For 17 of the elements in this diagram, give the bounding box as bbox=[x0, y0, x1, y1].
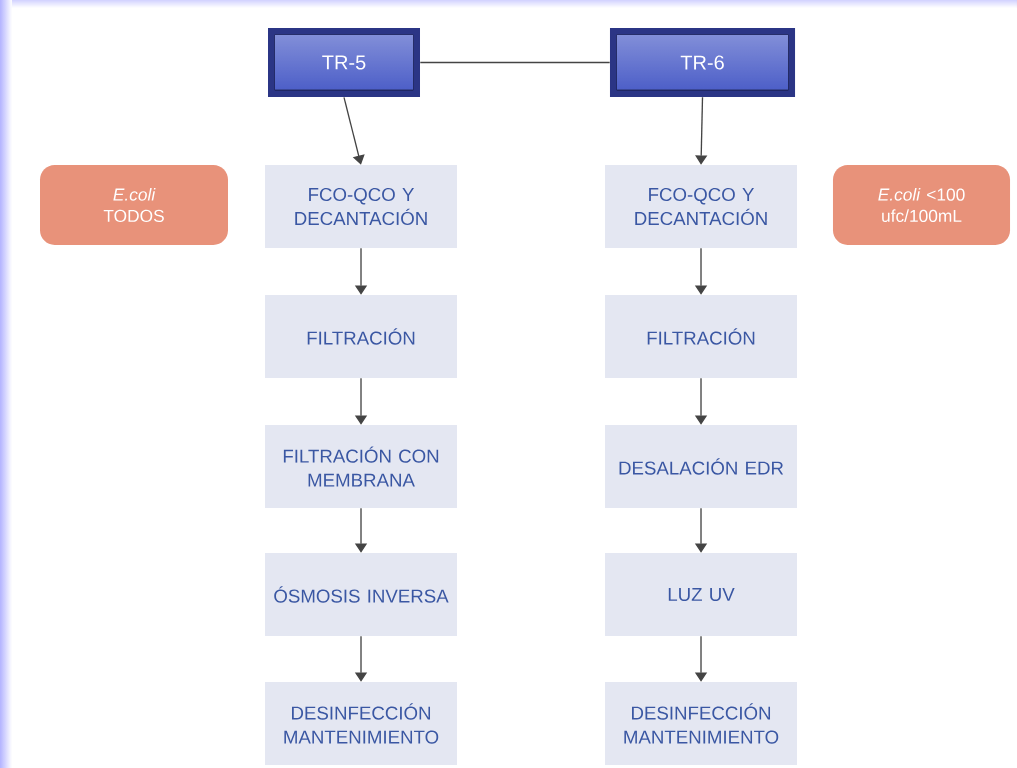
arrow bbox=[343, 96, 365, 165]
process-box: FILTRACIÓN bbox=[605, 295, 797, 378]
process-box: ÓSMOSIS INVERSA bbox=[265, 553, 457, 636]
arrow bbox=[695, 96, 708, 165]
title-box: TR-6 bbox=[610, 27, 796, 98]
process-box: FCO-QCO Y DECANTACIÓN bbox=[265, 165, 457, 248]
note-badge: E.coli <100 ufc/100mL bbox=[833, 165, 1011, 245]
process-box: DESINFECCIÓN MANTENIMIENTO bbox=[265, 682, 457, 765]
note-badge: E.coli TODOS bbox=[40, 165, 228, 245]
process-box: DESALACIÓN EDR bbox=[605, 425, 797, 508]
process-box: FCO-QCO Y DECANTACIÓN bbox=[605, 165, 797, 248]
process-box: DESINFECCIÓN MANTENIMIENTO bbox=[605, 682, 797, 765]
connector-line bbox=[419, 61, 611, 64]
process-box: FILTRACIÓN bbox=[265, 295, 457, 378]
process-box: LUZ UV bbox=[605, 553, 797, 636]
title-box: TR-5 bbox=[268, 27, 420, 98]
process-box: FILTRACIÓN CON MEMBRANA bbox=[265, 425, 457, 508]
